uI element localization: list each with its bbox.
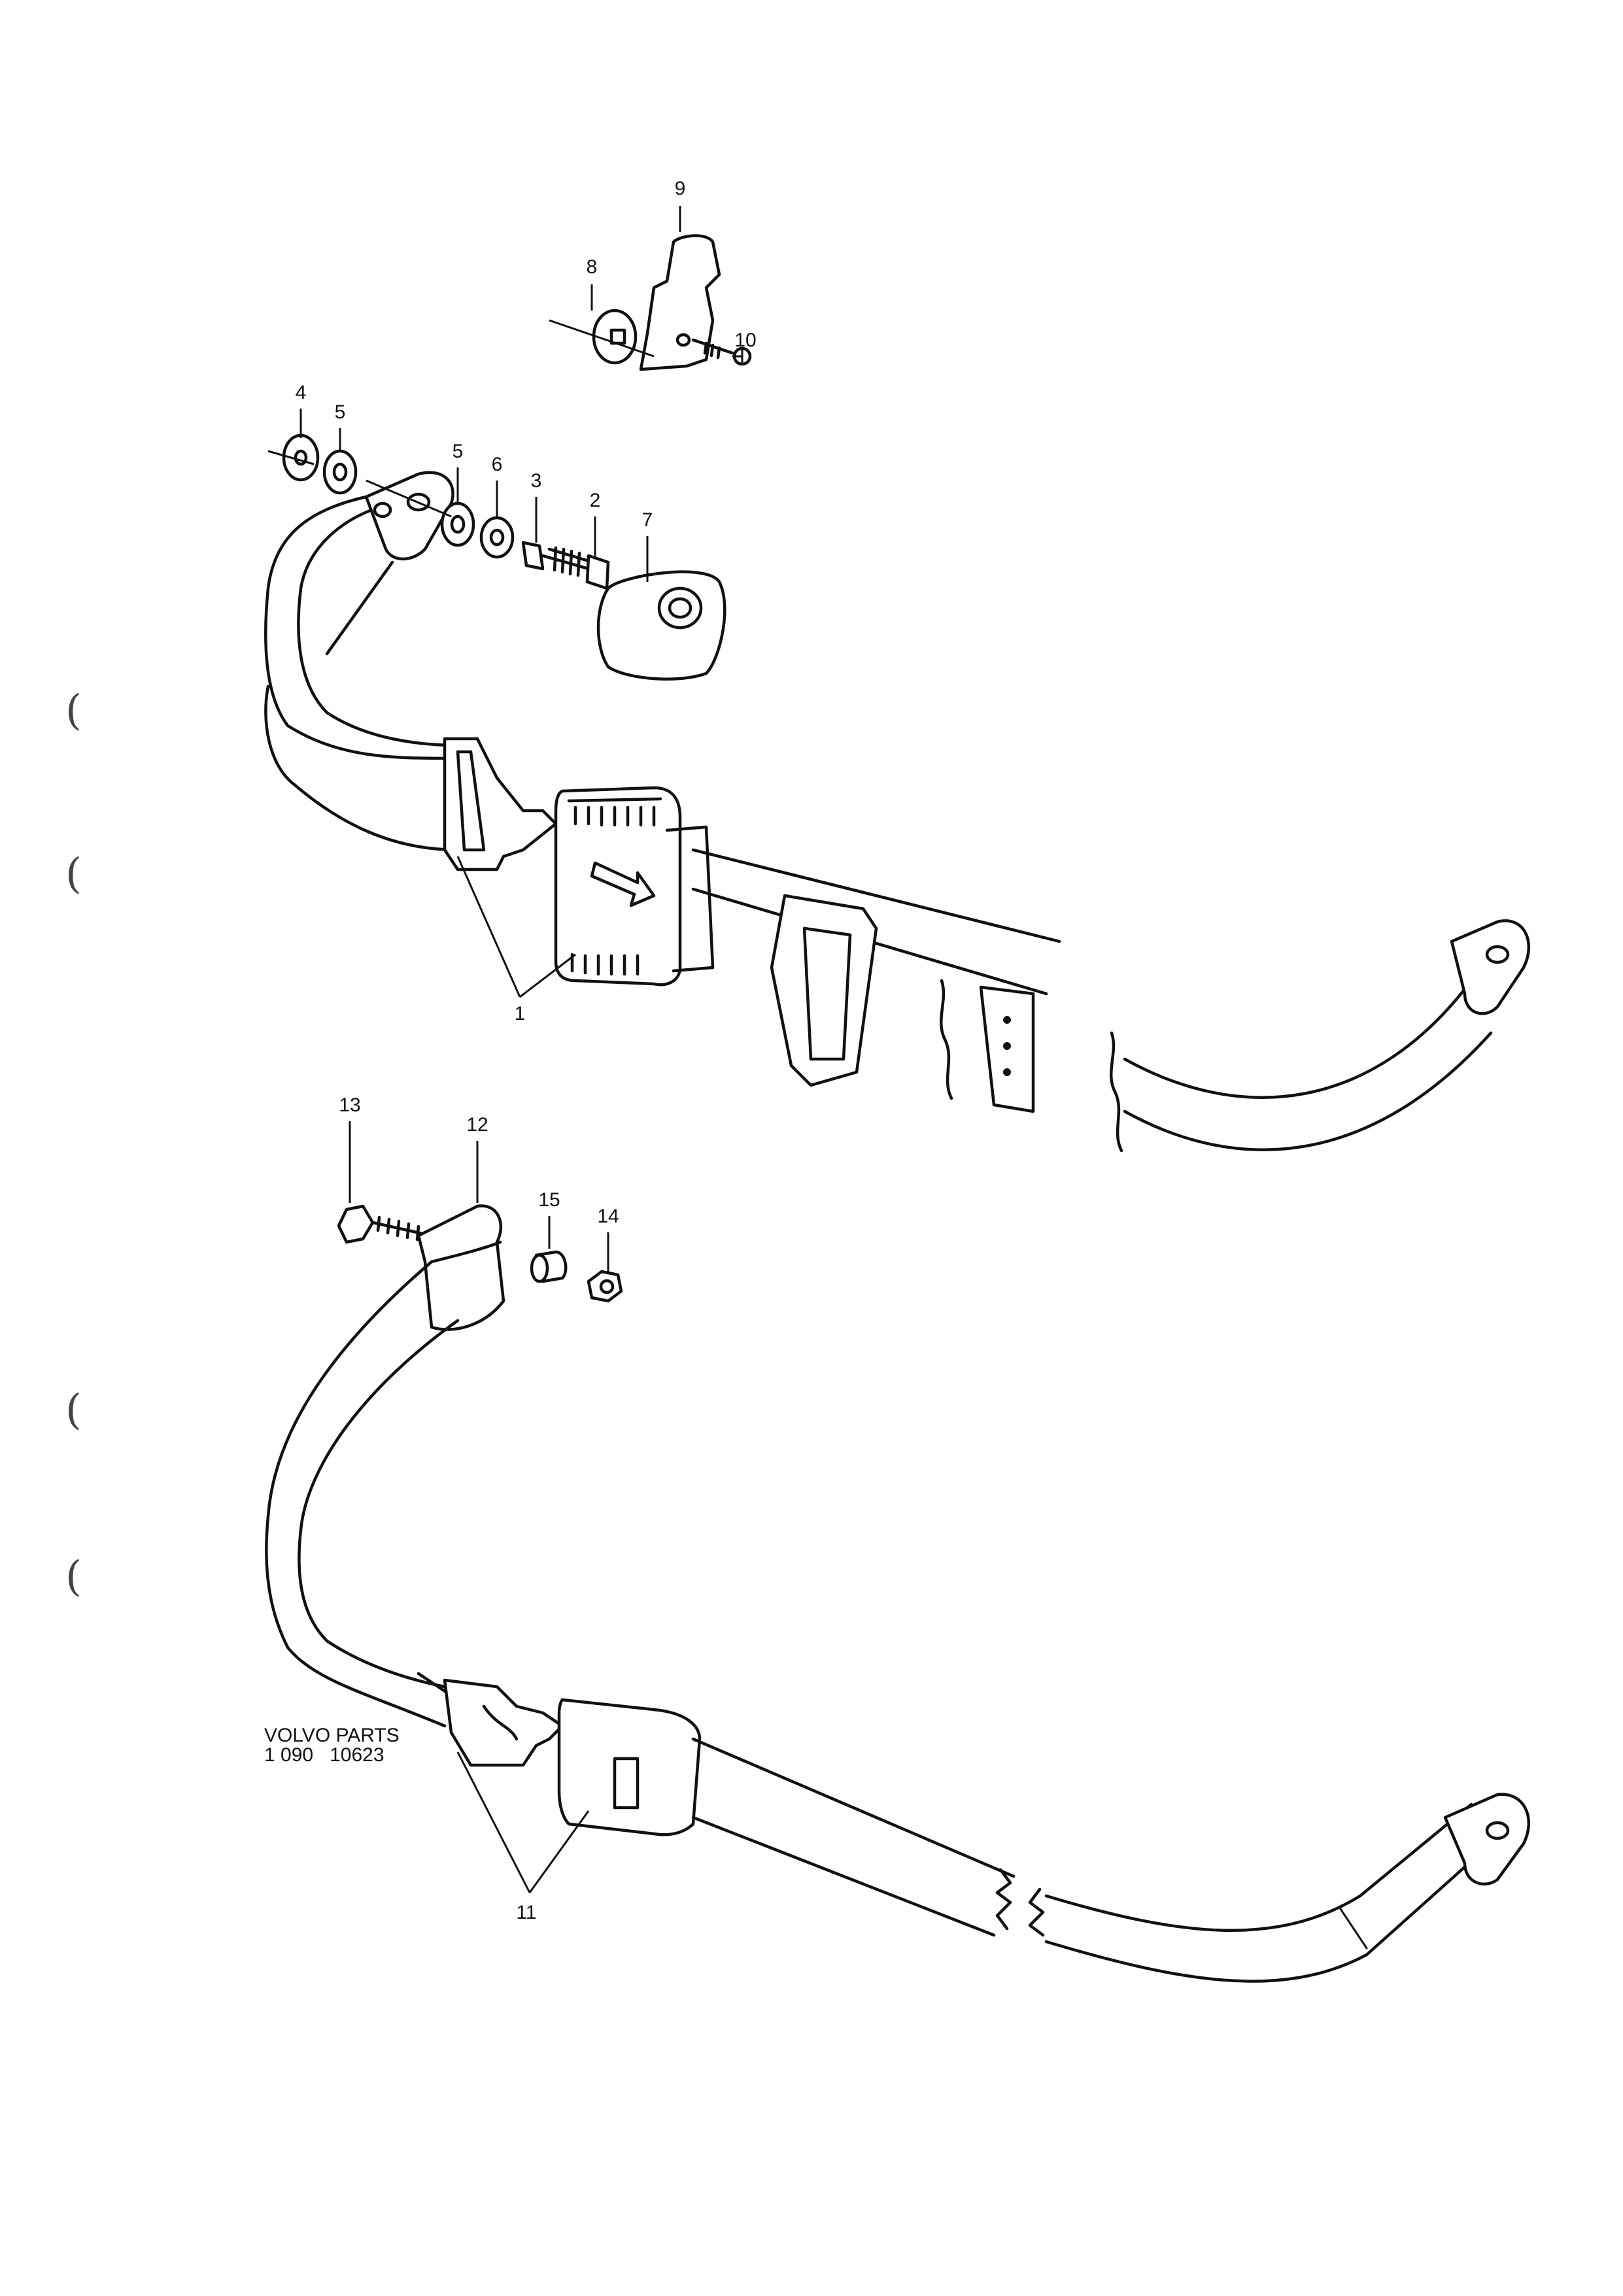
part-3-spacer bbox=[521, 541, 545, 571]
part-9-bracket bbox=[639, 234, 721, 371]
part-13-bolt bbox=[337, 1204, 375, 1244]
callout-leaders bbox=[299, 206, 743, 1893]
callout-8: 8 bbox=[587, 256, 598, 278]
callout-1: 1 bbox=[515, 1003, 526, 1024]
callout-15: 15 bbox=[538, 1189, 560, 1211]
binder-hole-mark: ( bbox=[65, 850, 82, 898]
lower-seat-belt bbox=[265, 1204, 1531, 1983]
callout-12: 12 bbox=[466, 1114, 488, 1136]
callout-2: 2 bbox=[590, 490, 601, 511]
upper-right-anchor bbox=[1450, 919, 1531, 1015]
binder-hole-mark: ( bbox=[65, 686, 82, 735]
upper-belt-adjuster bbox=[770, 894, 878, 1087]
binder-hole-mark: ( bbox=[65, 1553, 82, 1601]
callout-4: 4 bbox=[296, 382, 307, 403]
callout-10: 10 bbox=[734, 329, 756, 351]
part-8-keyhole-washer bbox=[592, 309, 638, 365]
lower-belt-strap-right bbox=[691, 1737, 1016, 1937]
buckle-release-arrow-icon bbox=[590, 861, 656, 907]
upper-anchor-plate bbox=[364, 471, 454, 561]
part-12-anchor-bracket bbox=[417, 1204, 505, 1331]
catalog-number: 1 090 10623 bbox=[264, 1744, 384, 1766]
callout-6: 6 bbox=[492, 454, 503, 475]
callout-11: 11 bbox=[516, 1902, 536, 1923]
upper-belt-strap-right bbox=[691, 848, 1061, 996]
upper-seat-belt bbox=[264, 234, 1531, 1153]
part-10-screw bbox=[691, 338, 734, 360]
callout-5b: 5 bbox=[453, 441, 464, 462]
callout-13: 13 bbox=[339, 1094, 360, 1116]
callout-7: 7 bbox=[642, 509, 653, 531]
part-2-bolt bbox=[541, 546, 590, 577]
lower-tongue-plate bbox=[443, 1678, 564, 1767]
part-7-cover-cap bbox=[596, 570, 726, 681]
catalog-reference: VOLVO PARTS 1 090 10623 bbox=[264, 1726, 400, 1765]
callout-3: 3 bbox=[531, 470, 542, 492]
lower-right-anchor bbox=[1443, 1793, 1531, 1886]
callout-5a: 5 bbox=[335, 401, 346, 423]
binder-hole-mark: ( bbox=[65, 1386, 82, 1434]
callout-14: 14 bbox=[597, 1206, 619, 1227]
catalog-brand: VOLVO PARTS bbox=[264, 1725, 400, 1746]
upper-belt-strap-loop bbox=[264, 495, 460, 852]
callout-numbers: 9 8 10 4 5 5 6 3 2 7 1 13 12 15 14 11 bbox=[296, 178, 757, 1923]
lower-belt-strap-loop bbox=[265, 1260, 460, 1728]
callout-9: 9 bbox=[675, 178, 686, 199]
